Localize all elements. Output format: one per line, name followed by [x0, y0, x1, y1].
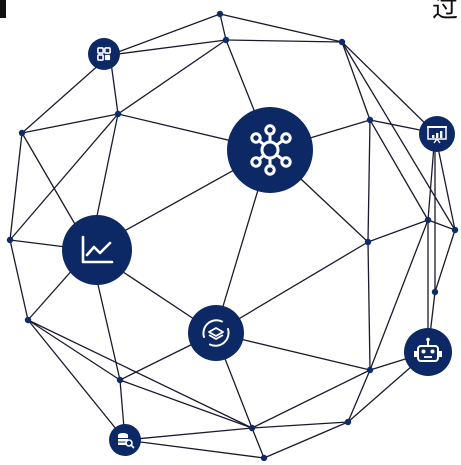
network-edge	[225, 39, 343, 43]
network-node	[216, 10, 224, 18]
layers-cycle-icon	[188, 305, 244, 361]
network-edge	[369, 219, 429, 371]
network-edge	[21, 113, 119, 134]
network-edge	[219, 13, 227, 41]
network-edge	[109, 39, 227, 56]
network-edge	[367, 241, 371, 371]
network-node	[248, 424, 256, 432]
network-node	[24, 316, 32, 324]
network-node	[222, 36, 230, 44]
network-node	[366, 366, 374, 374]
network-node	[451, 226, 459, 234]
network-edge	[219, 13, 343, 43]
network-edge	[434, 229, 456, 293]
network-edge	[124, 439, 265, 459]
network-edge	[27, 319, 253, 429]
network-edge	[263, 421, 349, 459]
network-edge	[251, 427, 265, 459]
robot-icon	[404, 328, 452, 376]
network-edge	[9, 113, 119, 241]
network-node	[366, 116, 374, 124]
network-edge	[347, 369, 371, 423]
network-node	[116, 376, 124, 384]
network-edge	[367, 119, 371, 243]
network-edge	[27, 319, 121, 381]
network-node	[260, 454, 268, 462]
database-search-icon	[109, 424, 141, 456]
network-edge	[214, 241, 369, 334]
network-node	[431, 288, 439, 296]
network-edge	[367, 219, 429, 243]
network-node	[18, 129, 26, 137]
network-edge	[341, 41, 371, 121]
line-chart-icon	[62, 215, 132, 285]
apps-grid-icon	[88, 38, 120, 70]
network-edge	[117, 39, 227, 115]
network-hub-icon	[227, 107, 313, 193]
network-edge	[9, 239, 29, 321]
network-edge	[27, 319, 126, 441]
network-edge	[21, 54, 111, 134]
network-edge	[251, 369, 371, 429]
corner-mark	[0, 0, 6, 18]
network-node	[344, 418, 352, 426]
network-node	[338, 38, 346, 46]
network-node	[424, 216, 432, 224]
network-edge	[124, 427, 253, 441]
network-edge	[251, 421, 349, 429]
network-edge	[109, 13, 221, 56]
corner-text: 过	[432, 0, 459, 24]
presentation-chart-icon	[419, 116, 455, 152]
network-edge	[341, 41, 436, 134]
network-node	[364, 238, 372, 246]
network-edge	[369, 119, 429, 221]
network-edge	[427, 219, 456, 231]
network-node	[114, 110, 122, 118]
network-edge	[9, 132, 23, 241]
network-edge	[119, 379, 253, 429]
network-node	[6, 236, 14, 244]
network-edge	[341, 41, 456, 231]
network-hubs	[62, 38, 455, 456]
